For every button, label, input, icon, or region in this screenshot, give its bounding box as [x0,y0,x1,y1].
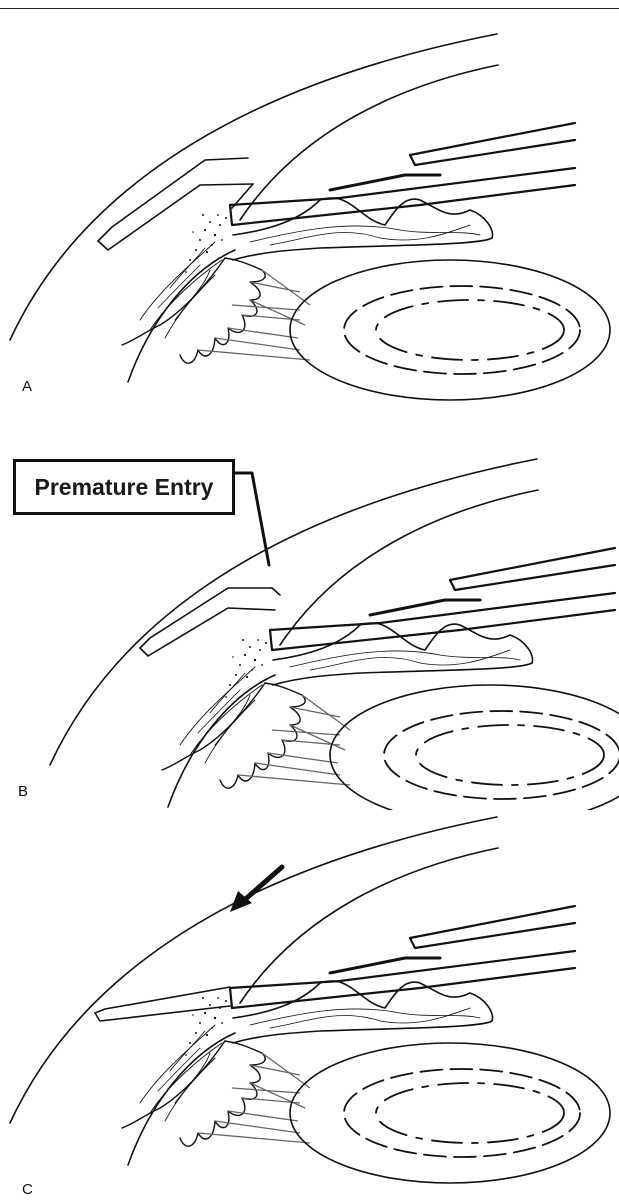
panel-a-label: A [22,378,32,395]
panel-c-label: C [22,1181,33,1198]
arrow-icon [230,867,282,912]
panel-c-illustration [0,811,619,1201]
panel-a: A [0,20,619,410]
panel-b-label: B [18,783,28,800]
top-border-rule [0,8,619,9]
premature-entry-callout: Premature Entry [13,459,235,515]
panel-a-illustration [0,20,619,410]
panel-c: C [0,811,619,1201]
